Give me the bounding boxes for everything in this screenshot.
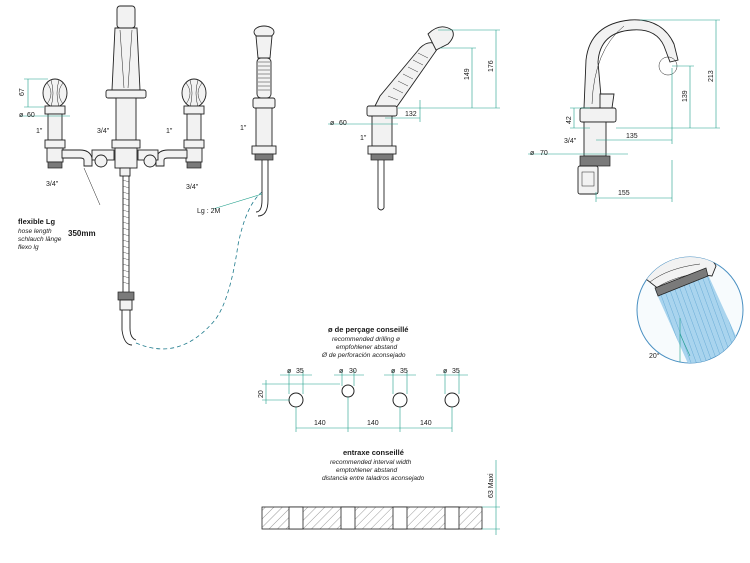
aerator-detail: 20° (636, 256, 744, 364)
flexible-title: flexible Lg (18, 217, 56, 226)
deck-plate-section (261, 506, 483, 530)
aerator-angle: 20° (649, 352, 660, 360)
flexible-line-de: schlauch länge (18, 236, 62, 243)
interval-line-es: distancia entre taladros aconsejado (322, 475, 425, 482)
hole-4-dia-symbol: ø (443, 368, 448, 375)
drilling-line-en: recommended drilling ø (332, 336, 400, 343)
hole-3-size: 35 (400, 368, 408, 375)
faucet-front-view: 67 ø 60 1" 3/4" 1" 3/4" 3/4" (19, 5, 263, 350)
dim-149: 149 (464, 68, 471, 80)
thread-left: 1" (36, 128, 43, 135)
dim-67: 67 (19, 88, 26, 96)
handshower-side-view: 149 176 ø 60 132 1" (328, 26, 500, 211)
interval-line-de: emptohlener abstand (336, 467, 397, 474)
drilling-title: ø de perçage conseillé (328, 325, 408, 334)
hole-3-dia-symbol: ø (391, 368, 396, 375)
center-spout (116, 5, 136, 29)
flexible-length: 350mm (68, 229, 96, 238)
flexible-line-en: hose length (18, 228, 52, 235)
right-handle-knob (181, 78, 207, 108)
dim-135: 135 (626, 133, 638, 140)
interval-section: entraxe conseillé recommended interval w… (261, 448, 500, 535)
drilling-line-es: Ø de perforación aconsejado (321, 352, 406, 359)
thread-right: 1" (166, 128, 173, 135)
dim-213: 213 (708, 70, 715, 82)
dia-symbol: ø (19, 112, 24, 119)
spout-thread: 3/4" (564, 138, 577, 145)
dim-height-20: 20 (258, 390, 265, 398)
thread-center: 3/4" (97, 128, 110, 135)
hole-1-size: 35 (296, 368, 304, 375)
flexible-label-group: flexible Lg hose length schlauch länge f… (18, 217, 96, 251)
dia-symbol-2: ø (330, 120, 335, 127)
hose-dashed-path (135, 191, 263, 350)
dim-155: 155 (618, 190, 630, 197)
dim-139: 139 (682, 90, 689, 102)
dia-symbol-3: ø (530, 150, 535, 157)
drill-hole-2 (341, 384, 355, 398)
interval-title: entraxe conseillé (343, 448, 404, 457)
handshower-front-view: 1" Lg : 2M (197, 25, 277, 217)
handshower-side-thread: 1" (360, 135, 367, 142)
interval-line-en: recommended interval width (330, 459, 412, 466)
flexible-line-es: flexo lg (18, 244, 39, 251)
left-handle-knob (42, 78, 68, 108)
dim-dia-70: 70 (540, 150, 548, 157)
spacing-1: 140 (314, 420, 326, 427)
drilling-section: ø de perçage conseillé recommended drill… (258, 325, 468, 432)
dim-132: 132 (405, 111, 417, 118)
dim-dia-60: 60 (27, 112, 35, 119)
handshower-thread: 1" (240, 125, 247, 132)
drill-hole-4 (444, 392, 460, 408)
hole-4-size: 35 (452, 368, 460, 375)
hole-1-dia-symbol: ø (287, 368, 292, 375)
dim-dia-60-side: 60 (339, 120, 347, 127)
drill-hole-1 (288, 392, 304, 408)
spacing-3: 140 (420, 420, 432, 427)
hole-2-dia-symbol: ø (339, 368, 344, 375)
dim-176: 176 (488, 60, 495, 72)
interval-max: 63 Maxi (488, 473, 495, 498)
thread-bottom-left: 3/4" (46, 181, 59, 188)
spout-side-view: 139 213 42 135 ø 70 3/4" 155 (528, 19, 720, 202)
dim-42: 42 (566, 116, 573, 124)
spacing-2: 140 (367, 420, 379, 427)
drill-hole-3 (392, 392, 408, 408)
hose-length-label: Lg : 2M (197, 208, 221, 215)
drilling-line-de: empfohlener abstand (336, 344, 397, 351)
thread-bottom-right: 3/4" (186, 184, 199, 191)
hole-2-size: 30 (349, 368, 357, 375)
